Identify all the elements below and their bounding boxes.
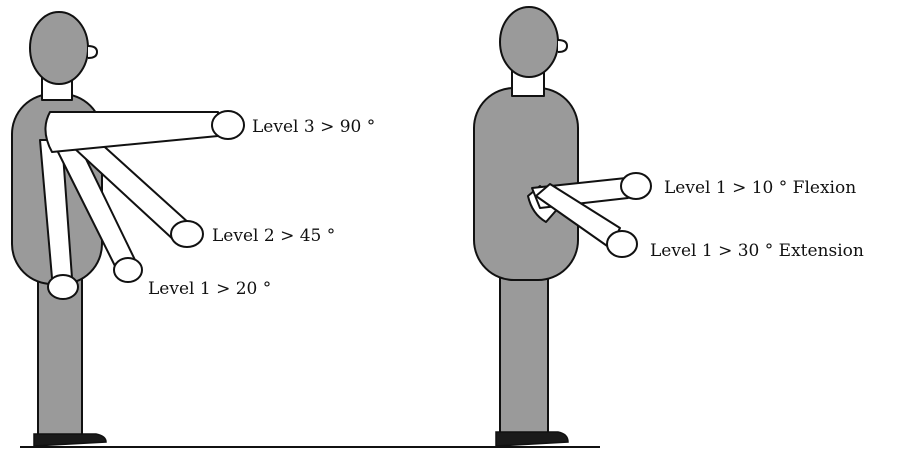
- left-figure-head: [29, 11, 89, 85]
- left-figure-ear: [87, 45, 98, 59]
- right-figure-ear: [557, 39, 568, 53]
- figure-right: Level 1 > 10 ° Flexion Level 1 > 30 ° Ex…: [473, 6, 864, 447]
- label-extension: Level 1 > 30 ° Extension: [650, 241, 864, 261]
- right-figure-head: [499, 6, 559, 78]
- hand-flexion: [620, 172, 652, 200]
- hand-level-3: [211, 110, 245, 140]
- label-level-2: Level 2 > 45 °: [212, 226, 335, 246]
- figure-left: Level 3 > 90 ° Level 2 > 45 ° Level 1 > …: [11, 11, 375, 447]
- label-level-3: Level 3 > 90 °: [252, 117, 375, 137]
- hand-level-1-forward: [113, 257, 143, 283]
- label-level-1: Level 1 > 20 °: [148, 279, 271, 299]
- hand-level-2: [170, 220, 204, 248]
- left-figure-shoe: [33, 433, 107, 447]
- right-figure-legs: [499, 261, 549, 441]
- hand-level-1: [47, 274, 79, 300]
- hand-extension: [606, 230, 638, 258]
- label-flexion: Level 1 > 10 ° Flexion: [664, 178, 856, 198]
- right-figure-shoe: [495, 431, 569, 447]
- arm-level-3: [44, 111, 219, 153]
- forearm-extension: [535, 183, 621, 249]
